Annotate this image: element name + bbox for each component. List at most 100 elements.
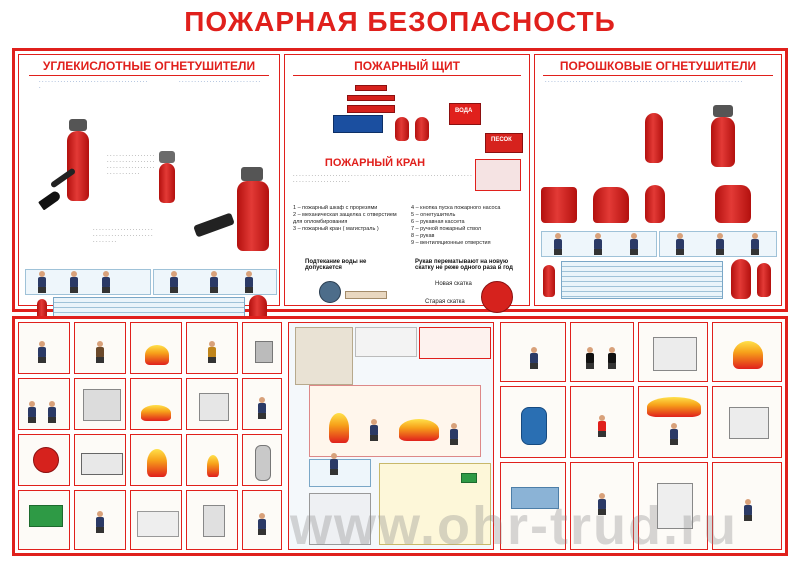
old-roll-label: Старая скатка	[425, 299, 465, 305]
rule-cell	[500, 322, 566, 382]
co2-description: · · · · · · · · · · · · · · · · · · · · …	[107, 153, 155, 177]
scene-panel	[355, 327, 417, 357]
person-icon	[101, 271, 111, 293]
rule-cell	[130, 434, 182, 486]
scene-panel	[295, 327, 353, 385]
person-icon	[675, 233, 685, 255]
rule-cell	[570, 462, 634, 550]
co2-panel-title: УГЛЕКИСЛОТНЫЕ ОГНЕТУШИТЕЛИ	[42, 59, 256, 73]
powder-extinguisher-detail-icon	[541, 187, 577, 223]
divider	[29, 75, 269, 76]
powder-extinguisher-icon	[757, 263, 771, 297]
rule-cell	[18, 378, 70, 430]
person-icon	[715, 233, 725, 255]
watermark: www.ohr-trud.ru	[290, 496, 738, 556]
rule-cell	[570, 386, 634, 458]
rule-cell	[500, 386, 566, 458]
person-icon	[449, 423, 459, 445]
person-icon	[69, 271, 79, 293]
crowbar-icon	[347, 95, 395, 101]
valve-icon	[69, 119, 87, 131]
valve-icon	[159, 151, 175, 163]
hose-icon	[345, 291, 387, 299]
hose-reel-icon	[481, 281, 513, 313]
rule-cell	[638, 386, 708, 458]
corridor-scene	[379, 463, 491, 545]
co2-panel: УГЛЕКИСЛОТНЫЕ ОГНЕТУШИТЕЛИ · · · · · · ·…	[18, 54, 280, 335]
powder-panel-title: ПОРОШКОВЫЕ ОГНЕТУШИТЕЛИ	[559, 59, 757, 73]
rule-cell	[18, 434, 70, 486]
co2-extinguisher-large-icon	[237, 181, 269, 251]
hydrant-item: 8 – рукав	[411, 233, 435, 239]
rule-cell	[130, 378, 182, 430]
rule-cell	[242, 322, 282, 374]
action-strip-1	[25, 269, 151, 295]
powder-panel: ПОРОШКОВЫЕ ОГНЕТУШИТЕЛИ · · · · · · · · …	[534, 54, 782, 306]
rule-cell	[74, 434, 126, 486]
co2-description-2: · · · · · · · · · · · · · · · · · · · · …	[93, 227, 153, 245]
rule-cell	[18, 322, 70, 374]
rule-cell	[242, 434, 282, 486]
co2-intro-text: · · · · · · · · · · · · · · · · · · · · …	[39, 79, 148, 91]
rule-cell	[130, 490, 182, 550]
hydrant-item: 9 – вентиляционные отверстия	[411, 240, 491, 246]
exit-sign-icon	[461, 473, 477, 483]
powder-extinguisher-icon	[715, 185, 751, 223]
rule-cell	[712, 462, 782, 550]
valve-icon	[241, 167, 263, 181]
co2-extinguisher-icon	[67, 131, 89, 201]
scene-panel	[309, 459, 371, 487]
co2-extinguisher-small-icon	[159, 163, 175, 203]
co2-intro-text-2: · · · · · · · · · · · · · · · · · · · · …	[179, 79, 261, 85]
divider	[543, 75, 773, 76]
rule-cell	[638, 322, 708, 382]
powder-extinguisher-detail-icon	[593, 187, 629, 223]
powder-extinguisher-icon	[645, 185, 665, 223]
hydrant-item: 5 – огнетушитель	[411, 212, 456, 218]
hydrant-item: 2 – механическая защелка с отверстием дл…	[293, 212, 397, 225]
rule-cell	[74, 490, 126, 550]
powder-intro-text: · · · · · · · · · · · · · · · · · · · · …	[545, 79, 743, 85]
rule-cell	[186, 490, 238, 550]
person-icon	[209, 271, 219, 293]
valve-wheel-icon	[319, 281, 341, 303]
rule-cell	[186, 434, 238, 486]
scene-panel	[309, 493, 371, 545]
extinguisher-icon	[415, 117, 429, 141]
rule-cell	[18, 490, 70, 550]
person-icon	[169, 271, 179, 293]
person-icon	[750, 233, 760, 255]
fire-shield-panel: ПОЖАРНЫЙ ЩИТ ВОДА ПЕСОК ПОЖАРНЫЙ КРАН · …	[284, 54, 530, 313]
rule-cell	[186, 322, 238, 374]
hydrant-items-right: 4 – кнопка пуска пожарного насоса 5 – ог…	[411, 205, 523, 257]
person-icon	[244, 271, 254, 293]
shovel-icon	[347, 105, 395, 113]
hydrant-description: · · · · · · · · · · · · · · · · · · · · …	[293, 173, 472, 185]
shield-sign	[333, 115, 383, 133]
horn-icon	[193, 212, 235, 238]
horn-icon	[38, 189, 62, 211]
hydrant-item: 4 – кнопка пуска пожарного насоса	[411, 205, 501, 211]
powder-extinguisher-icon	[711, 117, 735, 167]
rule-cell	[74, 322, 126, 374]
person-icon	[369, 419, 379, 441]
person-icon	[629, 233, 639, 255]
powder-extinguisher-icon	[645, 113, 663, 163]
person-icon	[37, 271, 47, 293]
rule-cell	[712, 322, 782, 382]
extinguisher-icon	[395, 117, 409, 141]
hydrant-cabinet-icon	[475, 159, 521, 191]
co2-extinguisher-small-icon	[37, 299, 47, 327]
powder-extinguisher-small-icon	[543, 265, 555, 297]
sand-box-icon	[485, 133, 523, 153]
water-leak-note: Подтекание воды не допускается	[305, 259, 367, 271]
person-icon	[593, 233, 603, 255]
powder-wheeled-extinguisher-icon	[731, 259, 751, 299]
water-label: ВОДА	[455, 108, 473, 114]
hook-icon	[355, 85, 387, 91]
flame-icon	[329, 413, 349, 443]
new-roll-label: Новая скатка	[435, 281, 472, 287]
divider	[293, 75, 521, 76]
rule-cell	[638, 462, 708, 550]
